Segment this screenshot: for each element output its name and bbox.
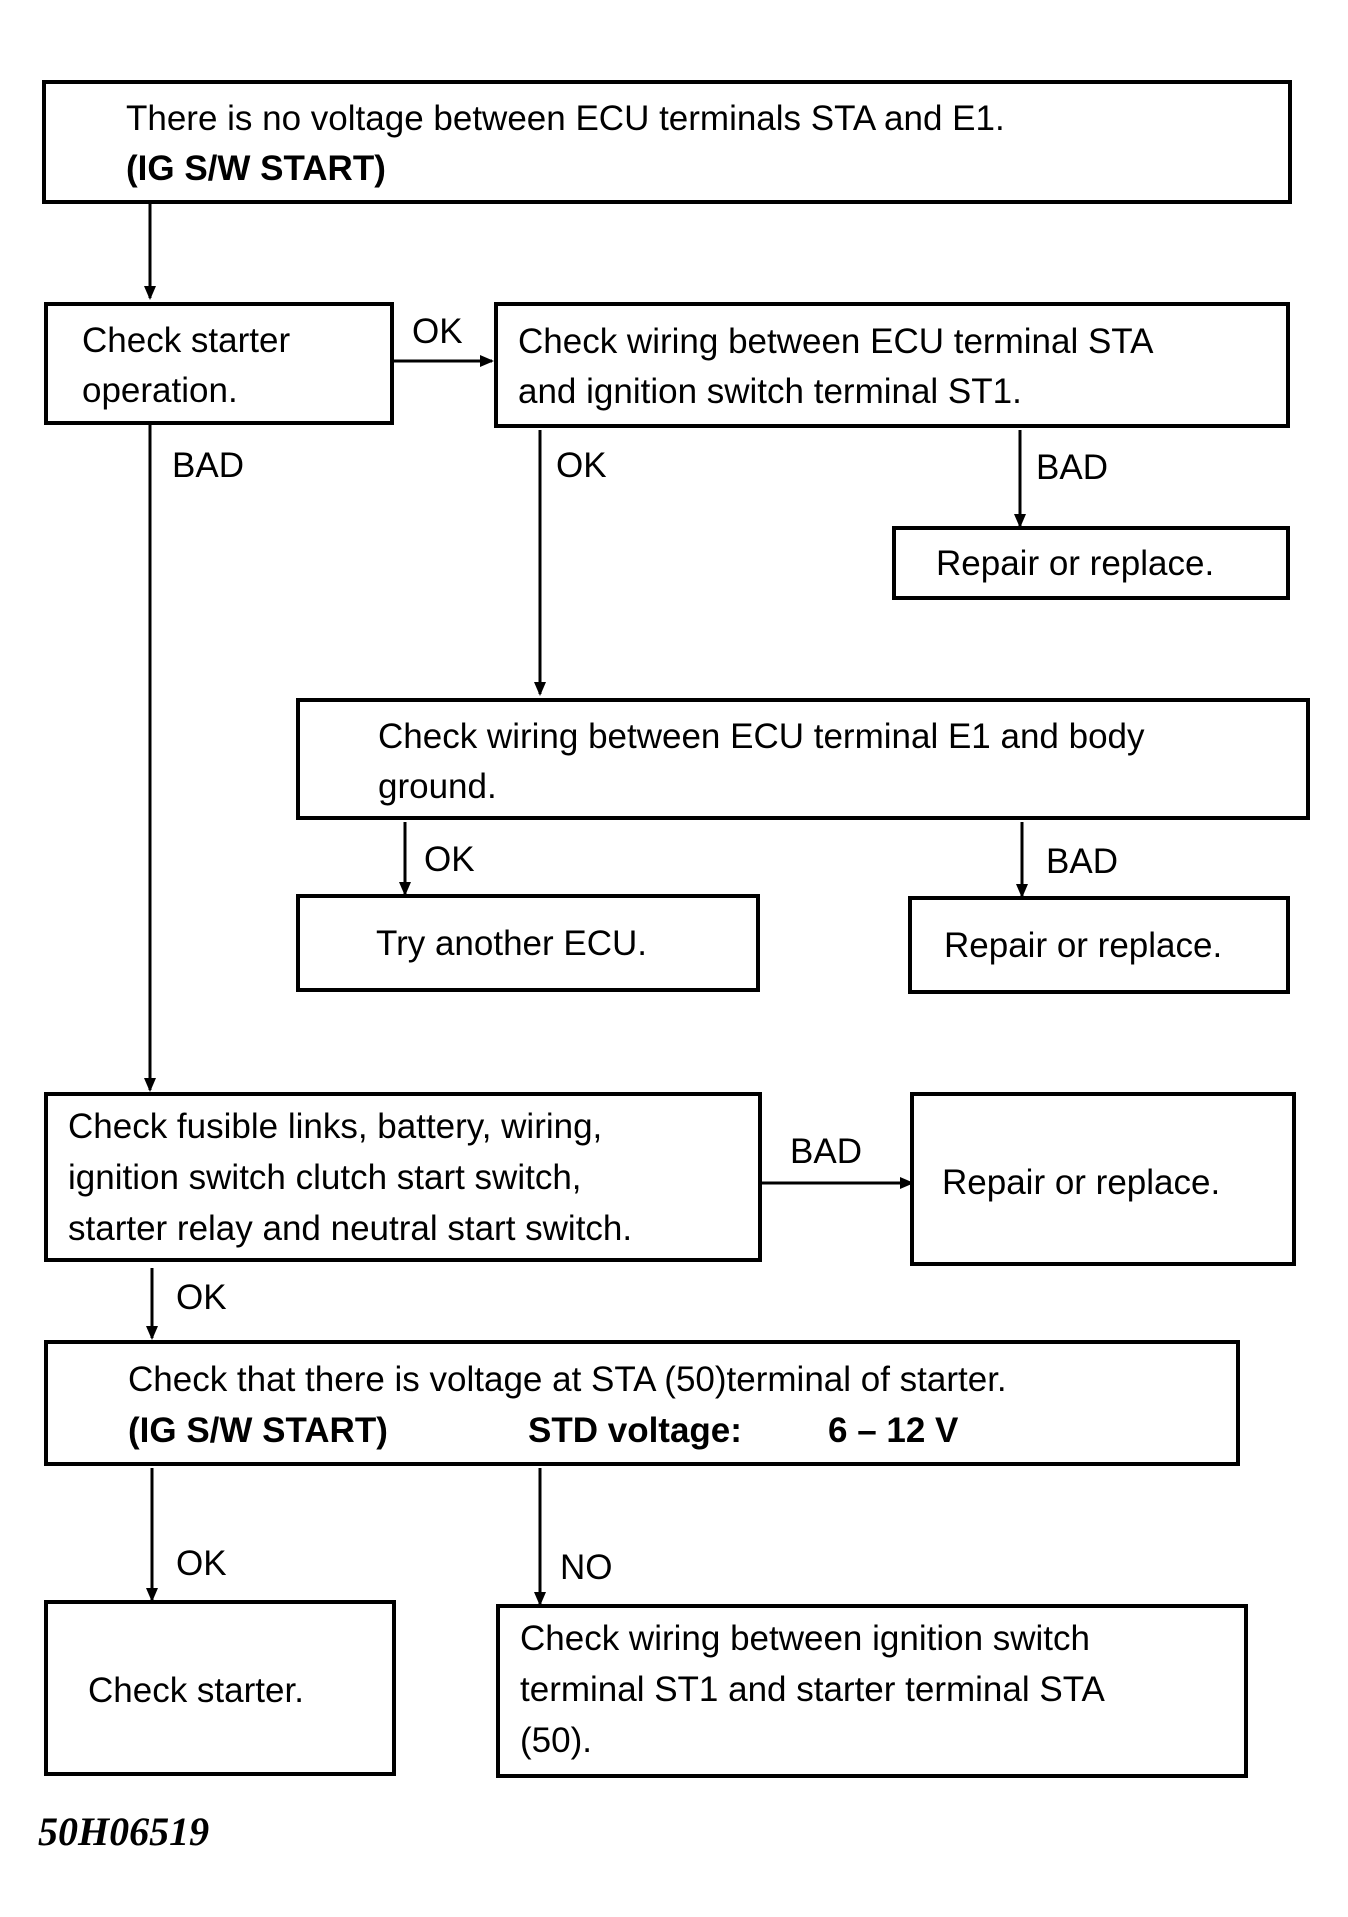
label-wiring-e1-ok: OK	[424, 840, 475, 879]
figure-code: 50H06519	[38, 1809, 210, 1854]
label-fusible-bad: BAD	[790, 1132, 862, 1171]
wiring-sta-text-1: Check wiring between ECU terminal STA	[518, 322, 1154, 361]
start-condition: (IG S/W START)	[126, 149, 386, 188]
start-box: There is no voltage between ECU terminal…	[42, 80, 1292, 204]
wiring-sta-text-2: and ignition switch terminal ST1.	[518, 372, 1022, 411]
repair-box-1: Repair or replace.	[892, 526, 1290, 600]
start-text: There is no voltage between ECU terminal…	[126, 99, 1005, 138]
fusible-links-text-2: ignition switch clutch start switch,	[68, 1158, 582, 1197]
voltage-check-condition: (IG S/W START)	[128, 1411, 388, 1450]
wiring-e1-text-2: ground.	[378, 767, 497, 806]
label-wiring-sta-ok: OK	[556, 446, 607, 485]
wiring-st1-text-3: (50).	[520, 1721, 592, 1760]
label-fusible-ok: OK	[176, 1278, 227, 1317]
starter-operation-text-1: Check starter	[82, 321, 291, 360]
repair-box-2: Repair or replace.	[908, 896, 1290, 994]
check-starter-text: Check starter.	[88, 1671, 304, 1710]
try-another-ecu-box: Try another ECU.	[296, 894, 760, 992]
fusible-links-text-1: Check fusible links, battery, wiring,	[68, 1107, 603, 1146]
label-starter-op-ok: OK	[412, 312, 463, 351]
try-another-ecu-text: Try another ECU.	[376, 924, 648, 963]
starter-operation-text-2: operation.	[82, 371, 238, 410]
repair-text-1: Repair or replace.	[936, 544, 1215, 583]
label-starter-op-bad: BAD	[172, 446, 244, 485]
label-wiring-sta-bad: BAD	[1036, 448, 1108, 487]
wiring-e1-text-1: Check wiring between ECU terminal E1 and…	[378, 717, 1145, 756]
wiring-st1-text-2: terminal ST1 and starter terminal STA	[520, 1670, 1105, 1709]
voltage-check-text: Check that there is voltage at STA (50)t…	[128, 1360, 1007, 1399]
std-voltage-value: 6 – 12 V	[828, 1411, 959, 1450]
label-voltage-no: NO	[560, 1548, 613, 1587]
check-starter-box: Check starter.	[44, 1600, 396, 1776]
repair-text-3: Repair or replace.	[942, 1163, 1221, 1202]
label-wiring-e1-bad: BAD	[1046, 842, 1118, 881]
wiring-st1-text-1: Check wiring between ignition switch	[520, 1619, 1090, 1658]
starter-operation-box: Check starter operation.	[44, 302, 394, 425]
std-voltage-label: STD voltage:	[528, 1411, 742, 1450]
repair-text-2: Repair or replace.	[944, 926, 1223, 965]
wiring-sta-box: Check wiring between ECU terminal STA an…	[494, 302, 1290, 428]
repair-box-3: Repair or replace.	[910, 1092, 1296, 1266]
fusible-links-text-3: starter relay and neutral start switch.	[68, 1209, 633, 1248]
wiring-e1-box: Check wiring between ECU terminal E1 and…	[296, 698, 1310, 820]
wiring-st1-box: Check wiring between ignition switch ter…	[496, 1604, 1248, 1778]
voltage-check-box: Check that there is voltage at STA (50)t…	[44, 1340, 1240, 1466]
fusible-links-box: Check fusible links, battery, wiring, ig…	[44, 1092, 762, 1262]
label-voltage-ok: OK	[176, 1544, 227, 1583]
